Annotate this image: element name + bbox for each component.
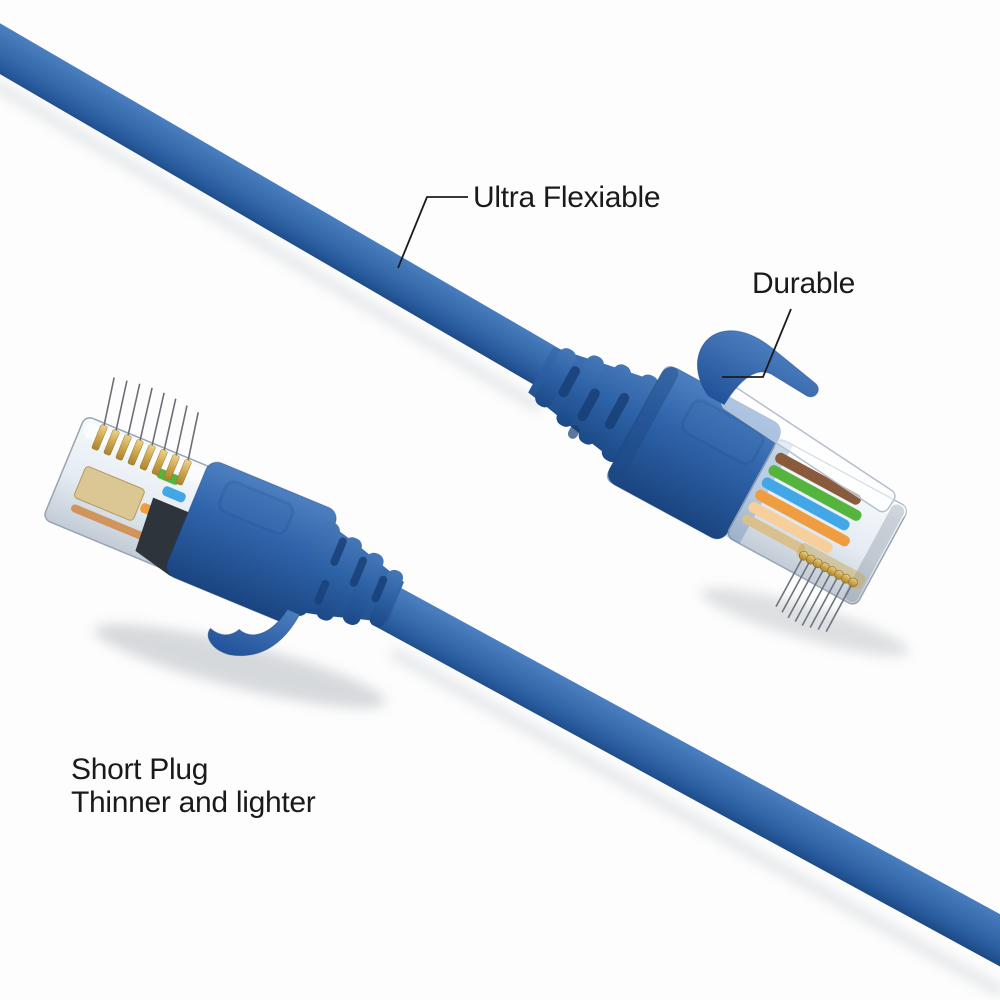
boot-slot xyxy=(577,388,600,422)
gold-contact xyxy=(103,429,120,456)
pin-leg xyxy=(775,558,803,608)
load-bar xyxy=(74,466,145,521)
crimp-wedge xyxy=(135,497,196,577)
clear-head-edge xyxy=(844,504,905,602)
right-latch-hook xyxy=(697,330,819,406)
boot-rib xyxy=(316,537,362,621)
boot-slot xyxy=(314,579,330,605)
left-latch-hook xyxy=(207,608,301,657)
right-plug-recess-panel xyxy=(681,399,765,465)
callouts: Ultra Flexiable Durable Short Plug Thinn… xyxy=(71,181,855,819)
cable-top-run xyxy=(0,23,566,390)
left-plug-recess-panel xyxy=(217,480,295,536)
flexible-leader-line xyxy=(397,196,468,269)
boot-rib xyxy=(578,364,631,445)
pin-leg xyxy=(794,570,824,623)
boot-slot xyxy=(330,537,347,566)
short-plug-label-line2: Thinner and lighter xyxy=(71,786,316,819)
gold-pin-heads xyxy=(798,550,858,588)
boot-rib xyxy=(601,374,659,463)
wire-orange xyxy=(755,489,850,547)
cable-bottom-run xyxy=(375,585,1000,967)
left-connector xyxy=(44,377,404,657)
comb-tooth xyxy=(151,392,165,446)
bottom-cable-shadow xyxy=(389,646,1000,998)
wire-blue xyxy=(162,486,186,503)
durable-leader-line xyxy=(722,308,792,378)
pin-comb xyxy=(775,558,852,633)
wire-green xyxy=(768,465,862,521)
boot-slot xyxy=(371,575,388,603)
comb-tooth xyxy=(175,405,188,456)
flexible-label: Ultra Flexiable xyxy=(473,181,660,214)
gold-contact xyxy=(91,424,108,451)
right-plug-body-edge xyxy=(606,365,679,484)
wire-brown xyxy=(775,452,862,505)
gold-contact xyxy=(127,439,144,466)
top-cable-shadow xyxy=(0,81,543,413)
contact-comb xyxy=(91,377,200,486)
boot-slot xyxy=(349,556,367,587)
right-connector xyxy=(528,330,908,633)
gold-contact xyxy=(163,454,180,481)
copper-strip xyxy=(71,504,157,545)
pin-leg xyxy=(817,581,845,630)
left-connector-shadow xyxy=(94,623,386,709)
pin-leg xyxy=(801,574,831,626)
comb-tooth xyxy=(187,412,200,461)
pin-leg xyxy=(825,585,852,633)
boot-rib xyxy=(556,355,604,427)
wire-blue xyxy=(761,477,850,531)
boot-rib xyxy=(342,552,384,626)
gold-pin xyxy=(848,577,858,588)
comb-tooth xyxy=(115,380,128,431)
boot-slot xyxy=(604,392,630,430)
comb-tooth xyxy=(163,398,177,451)
comb-tooth xyxy=(139,387,153,441)
comb-tooth xyxy=(103,377,115,426)
gold-contact xyxy=(115,434,132,461)
gold-contact xyxy=(139,444,156,471)
comb-tooth xyxy=(127,383,141,436)
pin-leg xyxy=(787,566,817,619)
wire-tan xyxy=(742,514,805,553)
gold-contact xyxy=(175,459,192,486)
boot-rib xyxy=(535,348,576,408)
pin-leg xyxy=(809,577,838,628)
pin-leg xyxy=(781,562,810,613)
boot-slot xyxy=(567,425,580,439)
wire-light-orange xyxy=(748,502,833,553)
short-plug-label-line1: Short Plug xyxy=(71,753,208,786)
boot-rib xyxy=(288,521,340,616)
gold-contact xyxy=(151,449,168,476)
durable-label: Durable xyxy=(752,267,855,300)
boot-slot xyxy=(558,366,581,398)
boot-rib xyxy=(369,569,404,628)
